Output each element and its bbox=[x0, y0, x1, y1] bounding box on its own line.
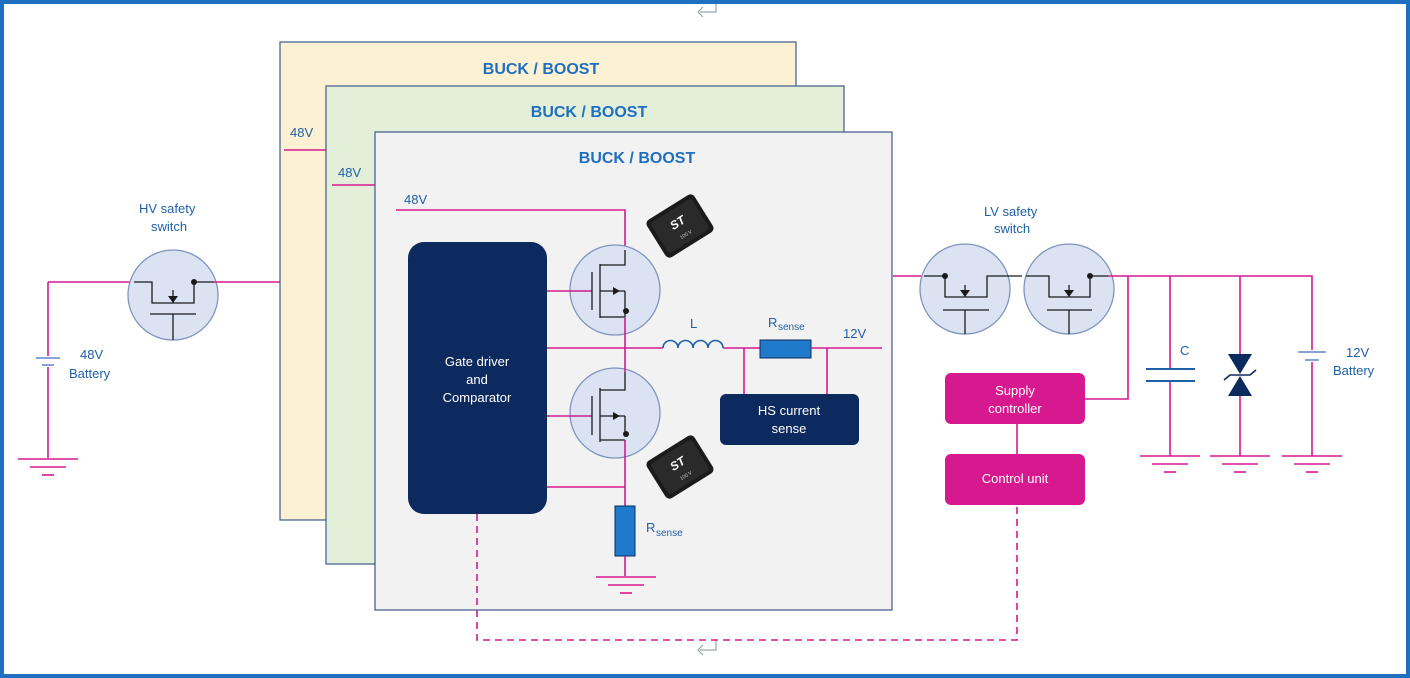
ground-symbol-tvs bbox=[1210, 455, 1270, 473]
lv-switch-label: LV safety bbox=[984, 204, 1038, 219]
control-signal-dashed-line bbox=[476, 505, 1018, 641]
panel-mid-48v-label: 48V bbox=[338, 165, 361, 180]
hs-current-sense-block bbox=[720, 394, 859, 445]
return-arrow-bottom bbox=[700, 640, 717, 651]
rsense-shunt-label: R bbox=[646, 520, 655, 535]
rsense-shunt-sub: sense bbox=[656, 528, 683, 539]
ground-symbol-48v bbox=[18, 458, 78, 476]
supply-controller-label-2: controller bbox=[988, 401, 1042, 416]
panel-back-title: BUCK / BOOST bbox=[483, 61, 600, 78]
wire-to-supply-controller bbox=[1085, 276, 1129, 400]
rsense-series-label: R bbox=[768, 315, 777, 330]
panel-front-48v-label: 48V bbox=[404, 192, 427, 207]
gate-driver-label-3: Comparator bbox=[443, 390, 512, 405]
gate-driver-label-2: and bbox=[466, 372, 488, 387]
lv-safety-switch-icon-2 bbox=[1023, 243, 1115, 335]
battery-12v-label-2: Battery bbox=[1333, 363, 1375, 378]
panel-back-48v-label: 48V bbox=[290, 125, 313, 140]
battery-48v bbox=[36, 282, 60, 458]
hs-sense-label-2: sense bbox=[772, 421, 807, 436]
wire-output-bus bbox=[1108, 275, 1313, 350]
rsense-series-sub: sense bbox=[778, 322, 805, 333]
battery-48v-label: 48V bbox=[80, 347, 103, 362]
gate-driver-comparator-block bbox=[408, 242, 547, 514]
tvs-diode-icon bbox=[1223, 354, 1257, 396]
control-unit-label: Control unit bbox=[982, 471, 1049, 486]
battery-12v bbox=[1298, 351, 1326, 456]
capacitor-label: C bbox=[1180, 343, 1189, 358]
hv-safety-switch-icon bbox=[127, 249, 219, 341]
control-unit-block bbox=[945, 454, 1085, 505]
rsense-series-resistor bbox=[759, 339, 812, 359]
rsense-shunt-resistor bbox=[614, 505, 636, 557]
ground-symbol-12v bbox=[1282, 455, 1342, 473]
st-mosfet-chip-icon-top: ST 100 V bbox=[646, 194, 714, 258]
lv-safety-switch-icon-1 bbox=[919, 243, 1022, 335]
supply-controller-label: Supply bbox=[995, 383, 1035, 398]
inductor-icon bbox=[662, 339, 724, 349]
circuit-diagram: 48V Battery HV safety switch BUCK / BOOS… bbox=[18, 4, 1375, 656]
lv-switch-label-2: switch bbox=[994, 221, 1030, 236]
inductor-label: L bbox=[690, 316, 697, 331]
panel-mid-title: BUCK / BOOST bbox=[531, 104, 648, 121]
battery-48v-label-2: Battery bbox=[69, 366, 111, 381]
ground-symbol-shunt bbox=[596, 576, 656, 594]
ground-symbol-capacitor bbox=[1140, 455, 1200, 473]
gate-driver-label: Gate driver bbox=[445, 354, 510, 369]
wire-48v-rail bbox=[396, 209, 626, 250]
high-side-mosfet-icon bbox=[547, 244, 661, 336]
return-arrow-top bbox=[700, 4, 717, 13]
low-side-mosfet-icon bbox=[547, 367, 661, 459]
supply-controller-block bbox=[945, 373, 1085, 424]
hv-switch-label: HV safety bbox=[139, 201, 196, 216]
hs-sense-label: HS current bbox=[758, 403, 821, 418]
st-mosfet-chip-icon-bottom: ST 100 V bbox=[646, 435, 714, 499]
panel-front-title: BUCK / BOOST bbox=[579, 150, 696, 167]
hv-switch-label-2: switch bbox=[151, 219, 187, 234]
capacitor-icon bbox=[1146, 368, 1195, 382]
battery-12v-label: 12V bbox=[1346, 345, 1369, 360]
output-12v-label: 12V bbox=[843, 326, 866, 341]
